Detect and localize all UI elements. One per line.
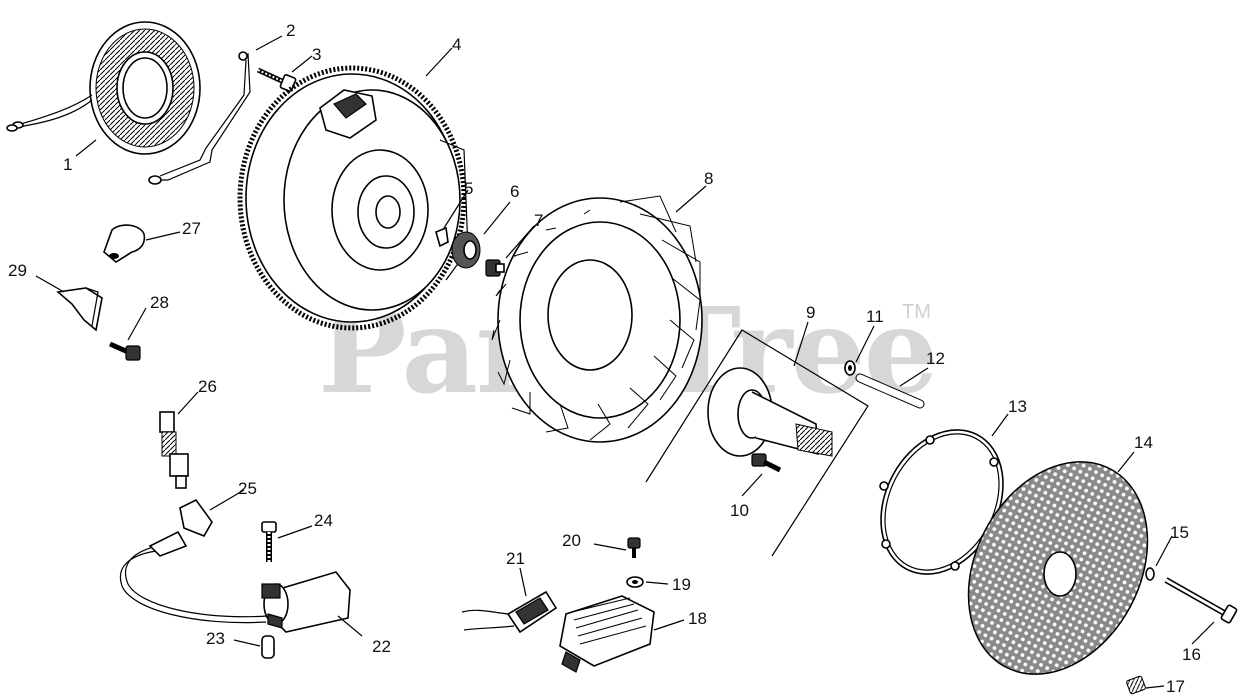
part-12-pin[interactable] — [855, 373, 925, 409]
part-27-clamp[interactable] — [103, 224, 146, 263]
callout-17: 17 — [1166, 677, 1185, 696]
part-22-ignition-coil[interactable] — [119, 543, 351, 633]
callout-19: 19 — [672, 575, 691, 594]
part-29-clip[interactable] — [56, 287, 103, 332]
callout-16: 16 — [1182, 645, 1201, 664]
callout-28: 28 — [150, 293, 169, 312]
callout-1: 1 — [63, 155, 72, 174]
leader-lines — [35, 35, 1215, 689]
callout-3: 3 — [312, 45, 321, 64]
part-21-connector[interactable] — [461, 590, 558, 634]
part-14-screen[interactable] — [933, 431, 1183, 700]
callout-7: 7 — [534, 211, 543, 230]
callout-15: 15 — [1170, 523, 1189, 542]
callout-14: 14 — [1134, 433, 1153, 452]
part-9-drive-hub[interactable] — [645, 329, 869, 557]
part-19-washer[interactable] — [626, 576, 644, 588]
callout-labels: 1 2 3 4 5 6 7 8 9 10 11 12 13 14 15 16 1… — [8, 21, 1201, 696]
callout-24: 24 — [314, 511, 333, 530]
part-15-washer[interactable] — [1145, 567, 1155, 581]
callout-2: 2 — [286, 21, 295, 40]
part-6-washer[interactable] — [451, 231, 481, 269]
part-17-nut[interactable] — [1126, 675, 1146, 695]
callout-9: 9 — [806, 303, 815, 322]
callout-29: 29 — [8, 261, 27, 280]
part-18-regulator[interactable] — [559, 595, 655, 673]
part-16-long-bolt[interactable] — [1164, 577, 1238, 624]
part-24-screw[interactable] — [261, 521, 277, 562]
callout-4: 4 — [452, 35, 461, 54]
callout-21: 21 — [506, 549, 525, 568]
part-5-key[interactable] — [435, 226, 449, 248]
callout-25: 25 — [238, 479, 257, 498]
callout-26: 26 — [198, 377, 217, 396]
callout-22: 22 — [372, 637, 391, 656]
callout-12: 12 — [926, 349, 945, 368]
part-3-screw[interactable] — [256, 67, 297, 92]
part-25-spark-plug-boot[interactable] — [148, 498, 213, 557]
part-8-fan[interactable] — [491, 195, 703, 443]
part-7-bolt[interactable] — [485, 259, 505, 277]
callout-6: 6 — [510, 182, 519, 201]
part-1-stator[interactable] — [6, 21, 201, 155]
callout-10: 10 — [730, 501, 749, 520]
watermark-trademark: TM — [902, 301, 931, 323]
part-20-screw[interactable] — [627, 537, 641, 558]
callout-18: 18 — [688, 609, 707, 628]
callout-23: 23 — [206, 629, 225, 648]
callout-20: 20 — [562, 531, 581, 550]
part-2-bracket[interactable] — [148, 51, 251, 185]
callout-8: 8 — [704, 169, 713, 188]
part-23-cap[interactable] — [261, 635, 275, 659]
part-10-bolt[interactable] — [751, 453, 782, 473]
callout-13: 13 — [1008, 397, 1027, 416]
part-4-flywheel[interactable] — [237, 65, 469, 331]
callout-5: 5 — [464, 179, 473, 198]
part-28-screw[interactable] — [108, 341, 141, 361]
callout-27: 27 — [182, 219, 201, 238]
callout-11: 11 — [866, 307, 884, 326]
part-26-spark-plug[interactable] — [159, 411, 189, 489]
part-11-washer[interactable] — [844, 360, 856, 376]
